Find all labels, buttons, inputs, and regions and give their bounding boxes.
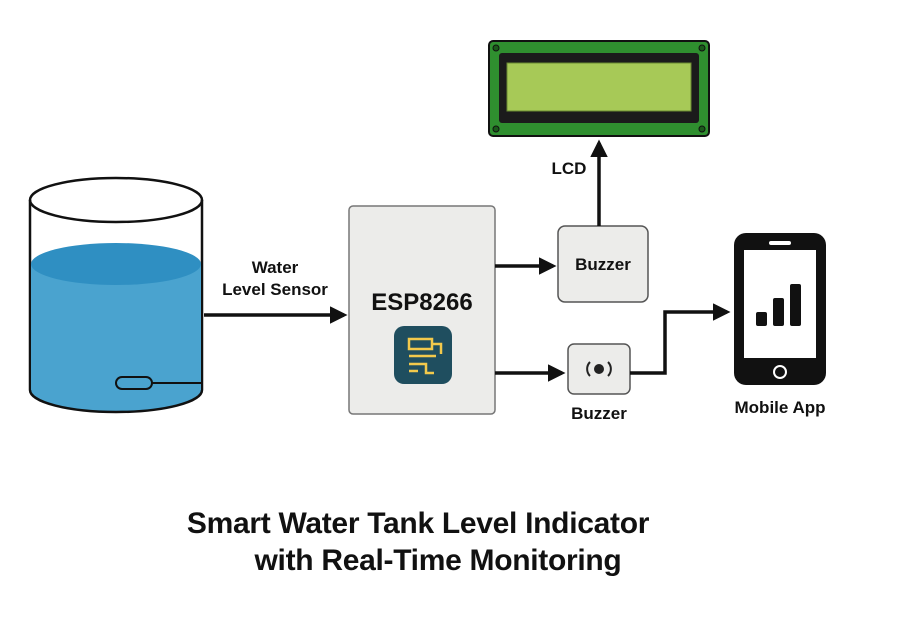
phone-home-button <box>773 365 787 379</box>
esp8266-node: ESP8266 <box>348 205 496 415</box>
lcd-edge-label: LCD <box>552 159 587 178</box>
water-tank-icon <box>28 176 204 414</box>
speaker-icon <box>586 361 612 377</box>
diagram-title-line-1: Smart Water Tank Level Indicator <box>187 507 650 540</box>
sensor-edge-label-line-2: Level Sensor <box>222 280 328 299</box>
smartphone-icon <box>734 233 826 385</box>
lcd-display-icon <box>488 40 710 137</box>
buzzer-bottom-node: Buzzer <box>567 343 631 423</box>
buzzer-top-label: Buzzer <box>575 255 631 274</box>
signal-bars-icon <box>756 284 801 326</box>
buzzer-top-node: Buzzer <box>557 225 649 303</box>
sensor-edge-label-line-1: Water <box>252 258 299 277</box>
buzzer-to-mobile-arrow <box>630 303 731 375</box>
water-body <box>31 264 201 412</box>
buzzer-top-box <box>557 225 649 303</box>
float-sensor-icon <box>115 376 153 390</box>
mobile-app-label: Mobile App <box>735 398 826 417</box>
water-surface <box>31 243 201 285</box>
lcd-screen <box>506 62 692 112</box>
buzzer-bottom-label: Buzzer <box>571 404 627 423</box>
esp8266-box <box>348 205 496 415</box>
chip-icon <box>394 326 452 384</box>
esp8266-label: ESP8266 <box>371 289 472 316</box>
diagram-title-line-2: with Real-Time Monitoring <box>254 544 622 577</box>
